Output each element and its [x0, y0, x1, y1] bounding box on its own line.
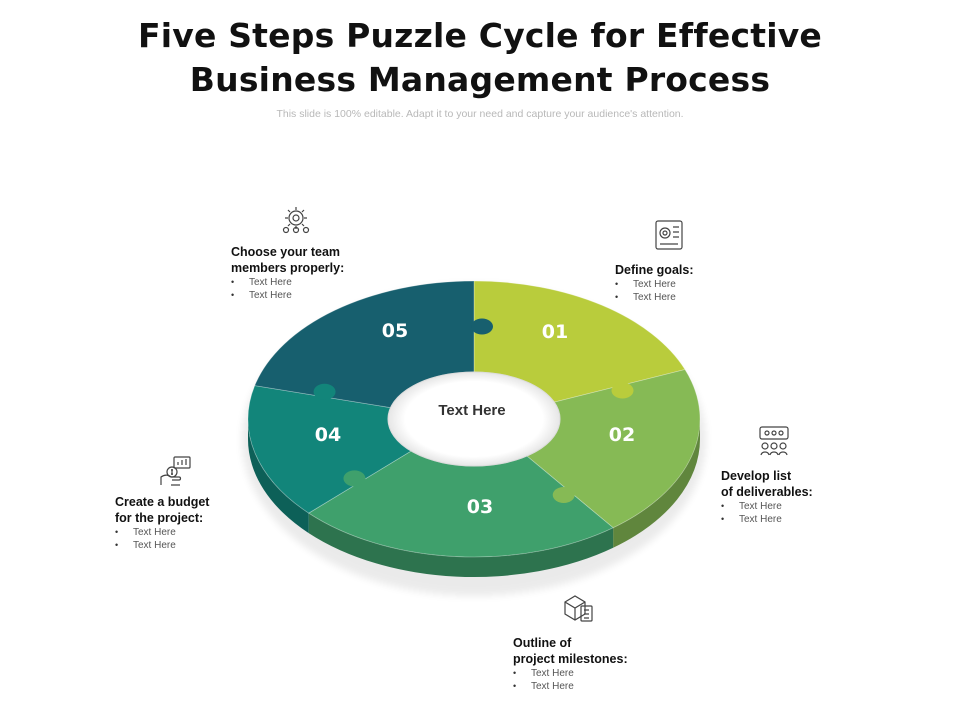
team-network-icon: [759, 426, 789, 456]
segment-03-puzzle-tab: [343, 470, 366, 487]
center-label: Text Here: [438, 402, 505, 419]
step-05-heading-line-1: Choose your team: [231, 245, 341, 259]
step-04-heading-line-1: Create a budget: [115, 495, 210, 509]
step-number-03: 03: [467, 496, 493, 518]
bullet: Text Here: [721, 513, 911, 526]
bullet: Text Here: [615, 291, 795, 304]
step-04-heading-line-2: for the project:: [115, 511, 204, 525]
step-04-bullets: Text Here Text Here: [115, 526, 305, 552]
ring-tabs: [313, 318, 634, 503]
bullet: Text Here: [513, 667, 713, 680]
bullet: Text Here: [115, 539, 305, 552]
ring-tops: [247, 280, 701, 558]
bullet: Text Here: [513, 680, 713, 693]
title-line-2: Business Management Process: [189, 60, 771, 99]
ring-sides: [248, 419, 700, 577]
step-01-block: Define goals: Text Here Text Here: [615, 262, 795, 304]
step-05-heading-line-2: members properly:: [231, 261, 345, 275]
segment-02-puzzle-tab: [552, 486, 575, 503]
step-04-block: Create a budget for the project: Text He…: [115, 494, 305, 552]
bullet: Text Here: [115, 526, 305, 539]
step-number-04: 04: [315, 424, 341, 446]
segment-04-puzzle-tab: [313, 383, 336, 400]
step-05-bullets: Text Here Text Here: [231, 276, 431, 302]
team-gear-icon: [282, 207, 310, 234]
bullet: Text Here: [231, 289, 431, 302]
step-number-02: 02: [609, 424, 635, 446]
target-document-icon: [655, 220, 683, 250]
step-01-heading-line-1: Define goals:: [615, 263, 694, 277]
page-title: Five Steps Puzzle Cycle for Effective Bu…: [0, 14, 960, 102]
step-02-heading-line-1: Develop list: [721, 469, 792, 483]
step-02-block: Develop list of deliverables: Text Here …: [721, 468, 911, 526]
step-number-05: 05: [382, 320, 408, 342]
step-03-bullets: Text Here Text Here: [513, 667, 713, 693]
step-03-block: Outline of project milestones: Text Here…: [513, 635, 713, 693]
page-subtitle: This slide is 100% editable. Adapt it to…: [276, 108, 684, 120]
box-checklist-icon: [564, 595, 593, 622]
money-hand-icon: [160, 456, 191, 486]
step-03-heading-line-2: project milestones:: [513, 652, 628, 666]
segment-03-side: [308, 513, 614, 577]
step-02-heading-line-2: of deliverables:: [721, 485, 813, 499]
step-03-heading-line-1: Outline of: [513, 636, 572, 650]
bullet: Text Here: [231, 276, 431, 289]
segment-02-side: [613, 419, 700, 548]
segment-01-puzzle-tab: [611, 382, 634, 399]
step-05-block: Choose your team members properly: Text …: [231, 244, 431, 302]
bullet: Text Here: [721, 500, 911, 513]
bullet: Text Here: [615, 278, 795, 291]
segment-04-side: [248, 419, 309, 534]
step-02-bullets: Text Here Text Here: [721, 500, 911, 526]
segment-05-puzzle-tab: [471, 318, 493, 335]
step-number-01: 01: [542, 321, 568, 343]
title-line-1: Five Steps Puzzle Cycle for Effective: [137, 16, 823, 55]
step-01-bullets: Text Here Text Here: [615, 278, 795, 304]
center-hole: [387, 371, 561, 467]
